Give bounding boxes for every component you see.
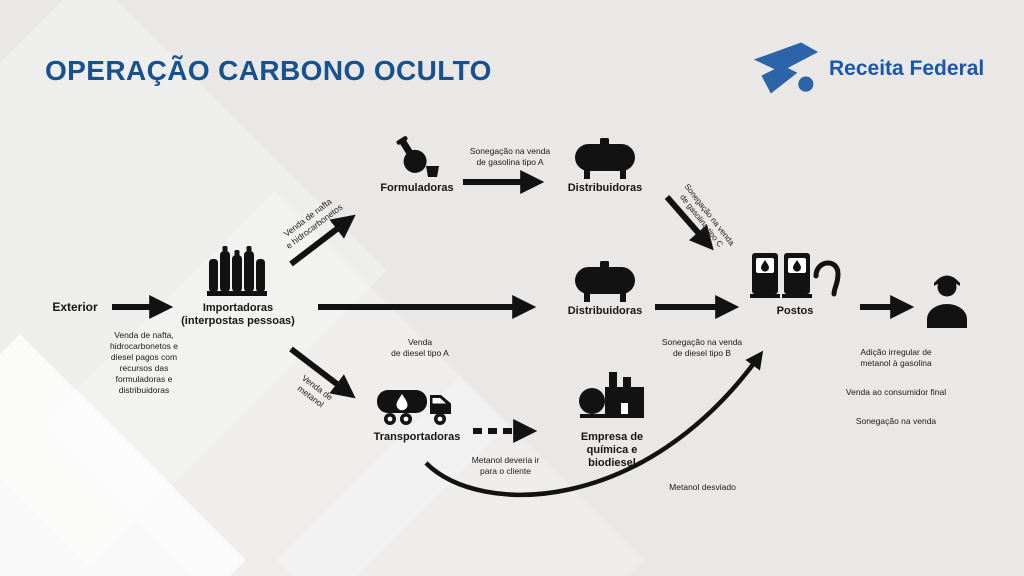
- note-sonegacao-venda: Sonegação na venda: [855, 416, 937, 427]
- exterior-note: Venda de nafta, hidrocarbonetos e diesel…: [109, 330, 179, 396]
- page-title: OPERAÇÃO CARBONO OCULTO: [45, 55, 492, 86]
- person-icon: [927, 275, 967, 328]
- storage-columns-icon: [207, 246, 267, 296]
- node-distribuidoras-diesel: [575, 261, 635, 308]
- chemical-plant-icon: [579, 372, 644, 418]
- node-distribuidoras-diesel-label: Distribuidoras: [567, 305, 643, 317]
- edge-metanol-cliente-label: Metanol deveria ir para o cliente: [471, 455, 540, 477]
- edge-gasolina-a-label: Sonegação na venda de gasolina tipo A: [469, 146, 551, 168]
- node-postos-label: Postos: [776, 305, 814, 317]
- node-distribuidoras-gasolina: [575, 138, 635, 185]
- edge-gasolina-c-label: Sonegação na venda de gasolina tipo C: [678, 182, 737, 249]
- edge-diesel-b-label: Sonegação na venda de diesel tipo B: [661, 337, 743, 359]
- node-transportadoras-label: Transportadoras: [373, 431, 461, 443]
- node-importadoras-label: Importadoras (interpostas pessoas): [181, 302, 295, 328]
- tanker-truck-icon: [377, 390, 451, 425]
- node-distribuidoras-gasolina-label: Distribuidoras: [567, 182, 643, 194]
- edge-diesel-a-label: Venda de diesel tipo A: [391, 337, 449, 359]
- gas-pump-icon: [750, 253, 841, 298]
- receita-federal-brand: Receita Federal: [752, 40, 984, 98]
- consumidor-notes: Adição irregular de metanol à gasolina V…: [834, 336, 958, 445]
- node-postos: [750, 250, 842, 303]
- note-venda-consumidor: Venda ao consumidor final: [845, 387, 947, 398]
- receita-federal-logo-icon: [753, 42, 819, 94]
- node-transportadoras: [377, 383, 457, 434]
- note-adicao-metanol: Adição irregular de metanol à gasolina: [860, 347, 932, 369]
- edge-metanol-desviado-label: Metanol desviado: [669, 482, 736, 492]
- node-importadoras: [206, 244, 268, 303]
- node-formuladoras-label: Formuladoras: [380, 182, 454, 194]
- node-empresa-quimica-label: Empresa de química e biodiesel: [580, 431, 644, 470]
- fuel-tank-icon: [575, 261, 635, 302]
- flask-icon: [396, 136, 439, 177]
- receita-federal-wordmark: Receita Federal: [829, 57, 985, 80]
- node-consumidor: [920, 268, 974, 333]
- node-formuladoras: [393, 134, 441, 185]
- fuel-tank-icon: [575, 138, 635, 179]
- node-empresa-quimica: [578, 370, 646, 425]
- node-exterior-label: Exterior: [52, 300, 98, 314]
